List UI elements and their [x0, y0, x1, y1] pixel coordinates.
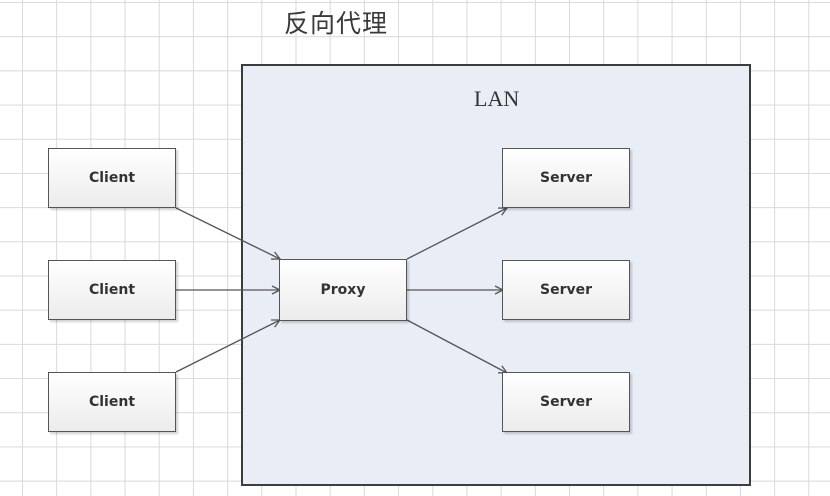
arrow-proxy-to-server-3	[406, 319, 507, 373]
server-node-1[interactable]: Server	[502, 148, 630, 208]
client-node-1[interactable]: Client	[48, 148, 176, 208]
server-label: Server	[539, 394, 592, 410]
client-node-3[interactable]: Client	[48, 372, 176, 432]
server-label: Server	[539, 282, 592, 298]
server-node-3[interactable]: Server	[502, 372, 630, 432]
arrow-client-3-to-proxy	[175, 320, 280, 373]
client-label: Client	[88, 394, 136, 410]
diagram-title: 反向代理	[284, 9, 389, 38]
server-node-2[interactable]: Server	[502, 260, 630, 320]
server-label: Server	[539, 170, 592, 186]
arrow-proxy-to-server-1	[406, 208, 507, 260]
client-label: Client	[88, 282, 136, 298]
proxy-label: Proxy	[320, 282, 366, 298]
arrow-client-1-to-proxy	[175, 207, 280, 259]
proxy-node[interactable]: Proxy	[279, 259, 407, 321]
client-node-2[interactable]: Client	[48, 260, 176, 320]
lan-label: LAN	[474, 86, 520, 111]
client-label: Client	[88, 170, 136, 186]
